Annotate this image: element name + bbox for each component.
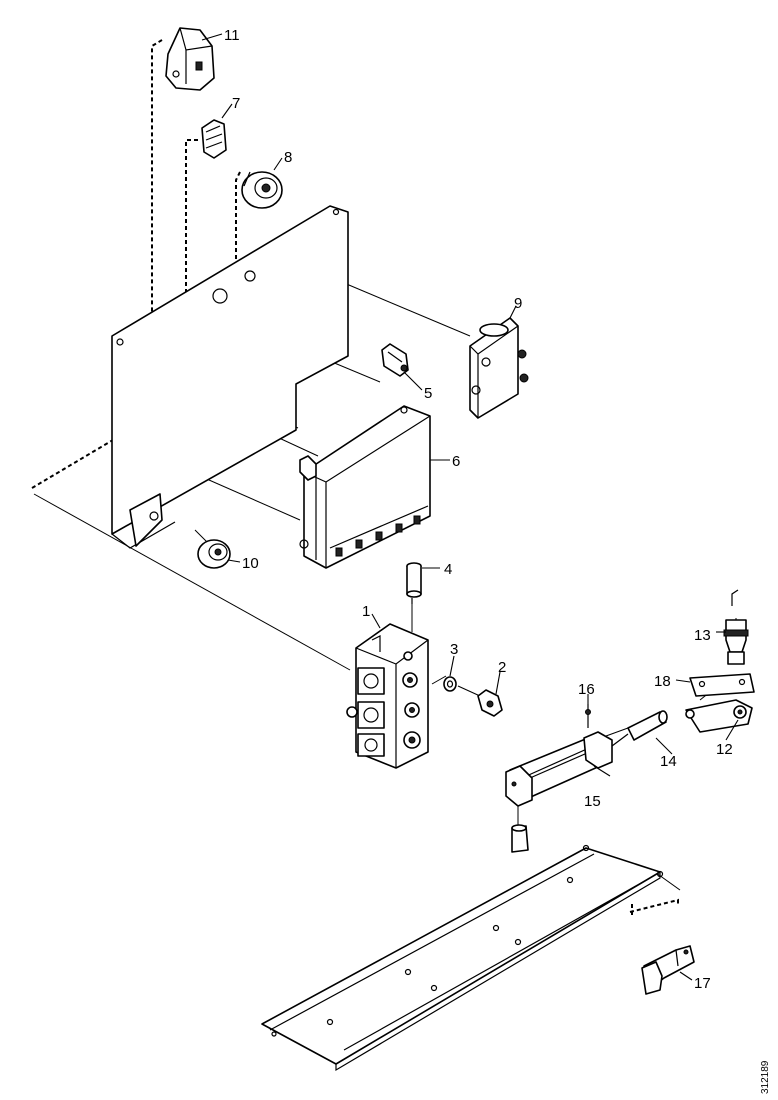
callout-12: 12 <box>716 741 733 758</box>
callout-11: 11 <box>224 27 240 44</box>
callout-9: 9 <box>514 295 522 312</box>
round-fitting-part-8 <box>241 171 283 209</box>
callout-3: 3 <box>450 641 458 658</box>
cup-fitting <box>511 824 529 853</box>
round-fitting-part-10 <box>197 539 231 569</box>
callout-4: 4 <box>444 561 452 578</box>
callout-2: 2 <box>498 659 506 676</box>
manifold-block-part-1 <box>346 623 429 769</box>
clevis-part-12 <box>685 699 753 733</box>
callout-10: 10 <box>242 555 259 572</box>
callout-16: 16 <box>578 681 595 698</box>
valve-block-part-9 <box>469 317 529 419</box>
callout-14: 14 <box>660 753 677 770</box>
base-rail <box>261 844 664 1072</box>
callout-15: 15 <box>584 793 601 810</box>
cylinder-part-15 <box>505 731 613 807</box>
callout-labels: 11 7 8 9 5 6 10 4 1 3 2 13 18 16 12 14 1… <box>224 27 733 992</box>
callout-6-box: 6 <box>452 453 460 470</box>
figure-id: 312189 <box>760 1060 771 1094</box>
mounting-panel <box>111 205 349 549</box>
rod-part-14 <box>611 710 668 747</box>
callout-18: 18 <box>654 673 671 690</box>
connector-part-5 <box>381 343 409 377</box>
callout-leaders <box>201 33 739 981</box>
enclosure-box <box>299 405 431 569</box>
callout-5: 5 <box>424 385 432 402</box>
callout-17: 17 <box>694 975 711 992</box>
fitting-part-7 <box>201 119 227 159</box>
pin-part-16 <box>585 704 591 728</box>
callout-8: 8 <box>284 149 292 166</box>
fitting-part-2 <box>477 689 503 717</box>
callout-1: 1 <box>362 603 370 620</box>
callout-7: 7 <box>232 95 240 112</box>
connector-part-11 <box>165 27 215 91</box>
sensor-part-13 <box>723 589 749 665</box>
standoff-part-4 <box>406 562 422 604</box>
callout-13: 13 <box>694 627 711 644</box>
plate-part-18 <box>689 673 755 697</box>
ring-part-3 <box>443 676 457 692</box>
bracket-part-17 <box>641 945 695 995</box>
